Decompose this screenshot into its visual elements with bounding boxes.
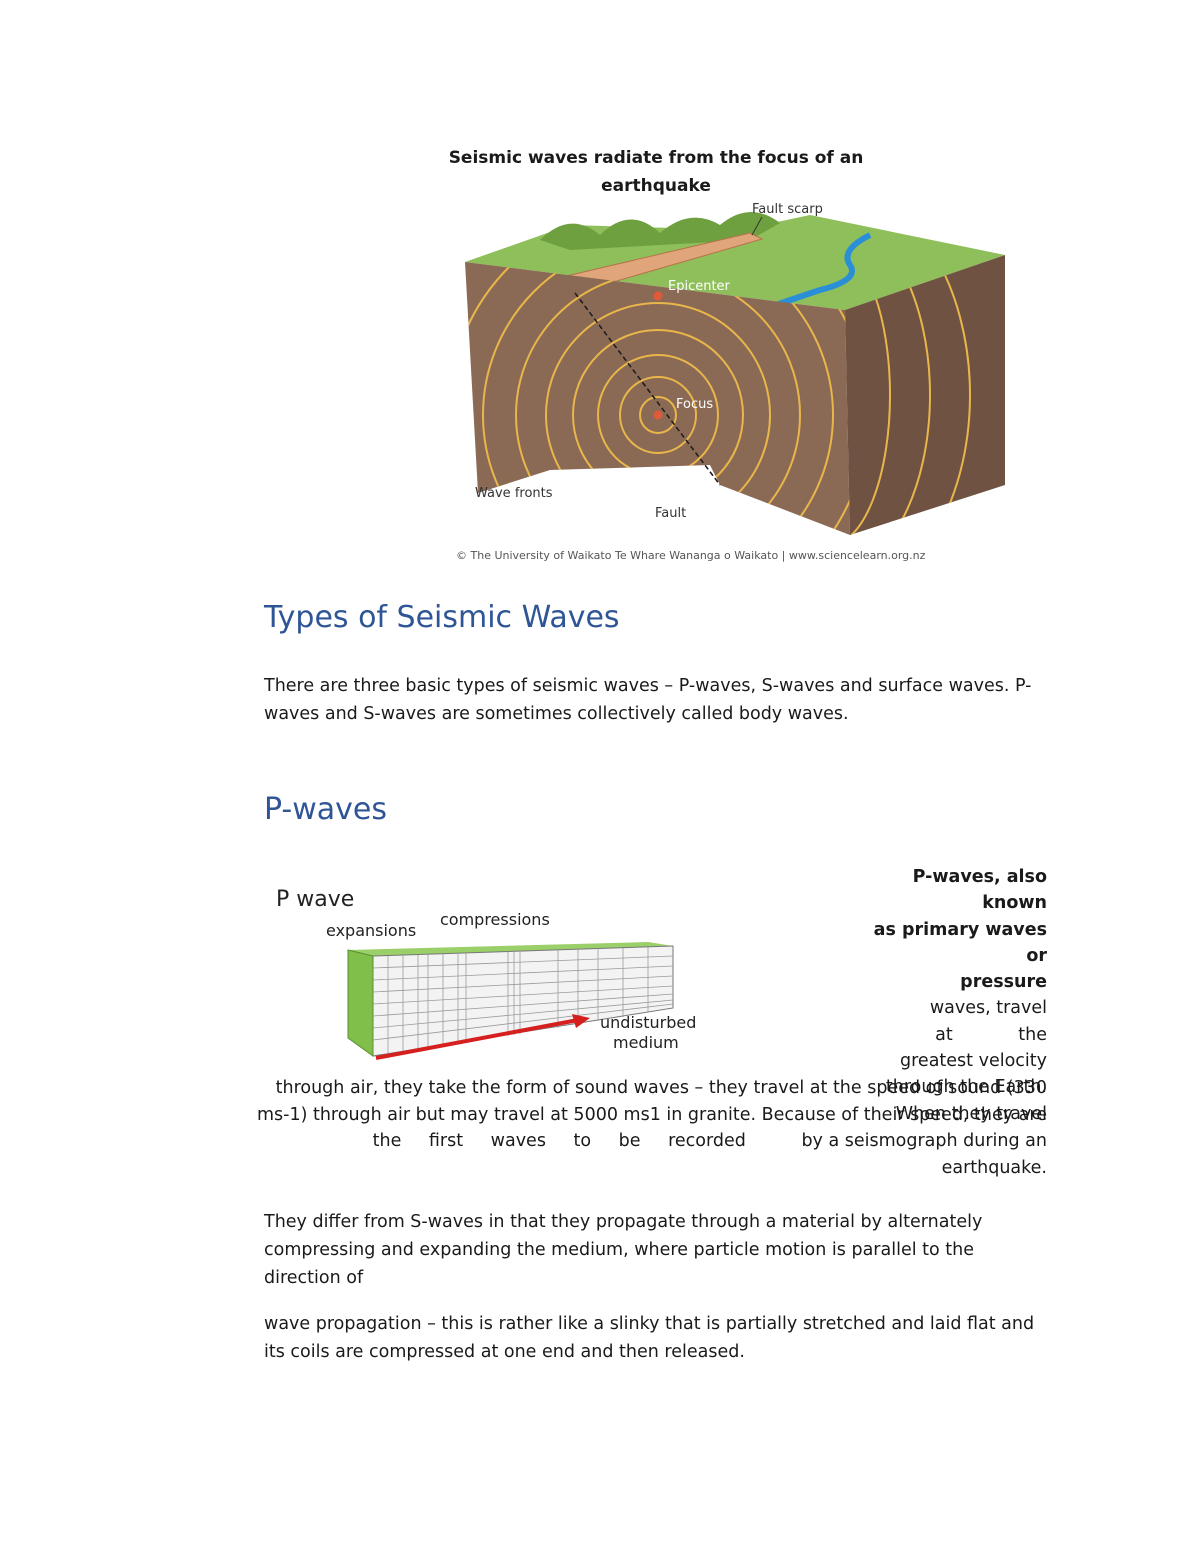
river <box>769 232 872 310</box>
p-waves-right-text: P-waves, also known as primary waves or … <box>847 864 1047 1127</box>
para-types: There are three basic types of seismic w… <box>264 672 1054 728</box>
right-line-6: greatest velocity <box>900 1051 1047 1072</box>
figure-title-line2: earthquake <box>601 176 711 196</box>
block-top <box>348 942 673 956</box>
wrap-line-3b: by a seismograph during an <box>801 1131 1047 1151</box>
right-line-2-text: as primary waves or <box>873 919 1047 966</box>
para-types-line1: There are three basic types of seismic w… <box>264 676 1032 696</box>
side-face <box>845 255 1005 535</box>
right-line-8: When they travel <box>895 1103 1047 1124</box>
para-slinky-line1: wave propagation – this is rather like a… <box>264 1314 1035 1334</box>
label-undisturbed: undisturbed <box>600 1013 696 1032</box>
label-fault: Fault <box>655 506 686 521</box>
right-line-5: at the <box>935 1024 1047 1045</box>
heading-types: Types of Seismic Waves <box>264 600 620 635</box>
wrap-line-1: through air, they take the form of sound… <box>275 1078 1047 1098</box>
right-line-2: as primary waves or <box>847 917 1047 970</box>
wrap-line-3a: the first waves to be recorded <box>372 1131 746 1151</box>
right-line-7: through the Earth. <box>885 1077 1047 1098</box>
label-medium: medium <box>613 1033 679 1052</box>
focus-dot <box>653 410 663 420</box>
earthquake-diagram: Fault scarp Epicenter Focus Wave fronts … <box>456 202 1005 562</box>
wrap-line-4: earthquake. <box>941 1157 1047 1178</box>
para-differ: They differ from S-waves in that they pr… <box>264 1208 1054 1292</box>
fault-line <box>574 292 721 486</box>
epicenter-dot <box>653 291 663 301</box>
para-slinky-line2: its coils are compressed at one end and … <box>264 1342 745 1362</box>
p-wave-diagram: P wave expansions compressions undisturb… <box>276 887 696 1060</box>
block-grid <box>372 947 674 1054</box>
wrap-line-2: ms-1) through air but may travel at 5000… <box>256 1104 1047 1125</box>
para-differ-line1: They differ from S-waves in that they pr… <box>264 1212 983 1232</box>
p-wave-title: P wave <box>276 887 354 912</box>
arrow-head <box>572 1014 590 1028</box>
right-line-4: waves, travel <box>929 998 1047 1019</box>
para-differ-line3: direction of <box>264 1268 364 1288</box>
right-line-1-text: P-waves, also known <box>912 867 1047 914</box>
right-line-3-text: pressure <box>960 972 1047 993</box>
figure-title: Seismic waves radiate from the focus of … <box>406 144 906 200</box>
front-face <box>465 262 850 535</box>
block-left <box>347 949 374 1057</box>
right-line-3: pressure <box>847 969 1047 995</box>
wave-fronts-side <box>845 255 971 535</box>
label-epicenter: Epicenter <box>668 279 731 294</box>
label-focus: Focus <box>676 397 713 412</box>
label-wave-fronts: Wave fronts <box>475 486 553 501</box>
heading-p-waves: P-waves <box>264 792 388 827</box>
label-fault-scarp: Fault scarp <box>752 202 823 217</box>
figure-credit: © The University of Waikato Te Whare Wan… <box>456 549 926 562</box>
label-expansions: expansions <box>326 921 416 940</box>
label-compressions: compressions <box>440 910 550 929</box>
figure-title-line1: Seismic waves radiate from the focus of … <box>448 148 864 168</box>
para-types-line2: waves and S-waves are sometimes collecti… <box>264 704 849 724</box>
wrap-line-3: the first waves to be recorded by a seis… <box>247 1128 1047 1155</box>
p-waves-wrap-text: through air, they take the form of sound… <box>247 1075 1047 1181</box>
right-line-1: P-waves, also known <box>847 864 1047 917</box>
para-differ-line2: compressing and expanding the medium, wh… <box>264 1240 974 1260</box>
para-slinky: wave propagation – this is rather like a… <box>264 1310 1054 1366</box>
propagation-arrow <box>375 1018 579 1060</box>
